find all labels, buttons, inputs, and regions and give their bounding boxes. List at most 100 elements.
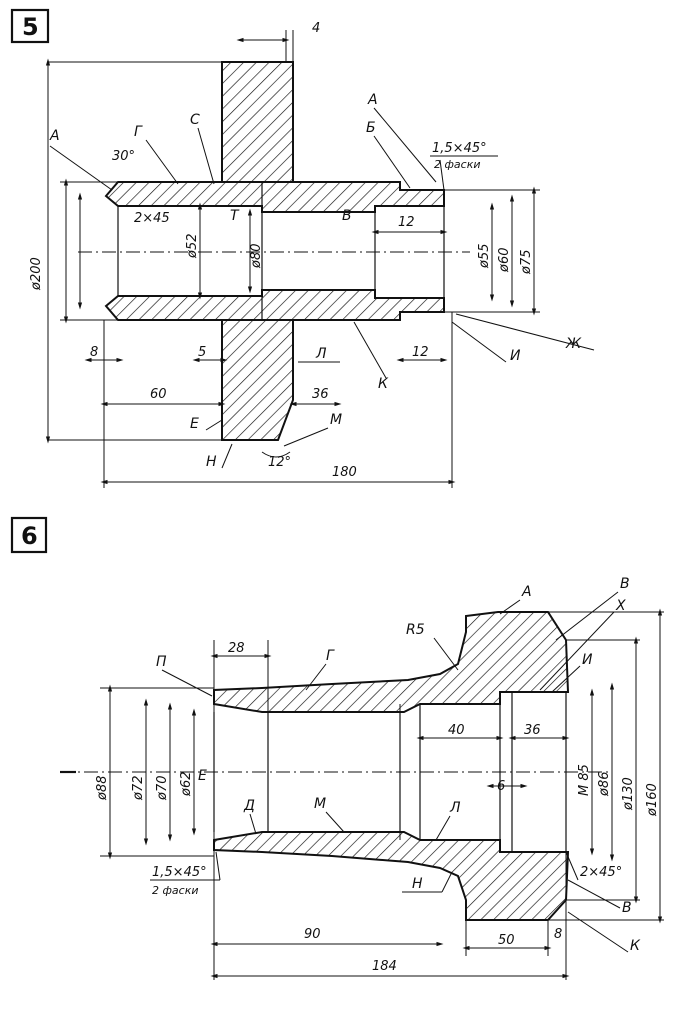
label-M: М xyxy=(330,412,342,428)
leader-line xyxy=(353,321,387,379)
dim-d130: ø130 xyxy=(621,777,636,811)
figure-6-lower-section xyxy=(213,831,570,921)
leader-line xyxy=(565,851,579,881)
dim-180: 180 xyxy=(332,465,357,480)
label-chamfer-sub: 2 фаски xyxy=(152,884,198,897)
dim-angle-12: 12° xyxy=(268,455,291,470)
leader-line xyxy=(551,665,581,693)
dim-d70: ø70 xyxy=(155,776,170,802)
leader-line xyxy=(455,313,595,351)
dim-d160: ø160 xyxy=(645,783,660,817)
leader-line xyxy=(373,107,437,183)
leader-line xyxy=(567,879,621,909)
leader-line xyxy=(567,911,629,953)
label-I: И xyxy=(510,348,521,364)
figure-5-number: 5 xyxy=(22,13,39,41)
label-E: Е xyxy=(190,416,199,432)
figure-5-number-box xyxy=(10,8,50,44)
label-G: Г xyxy=(326,648,335,664)
dim-chamfer-2x45: 2×45 xyxy=(134,211,170,226)
label-N: Н xyxy=(412,876,423,892)
label-K: К xyxy=(630,938,641,954)
leader-line xyxy=(499,599,521,615)
leader-line xyxy=(439,159,445,191)
figure-5-flange-upper xyxy=(221,61,294,183)
label-chamfer: 1,5×45° xyxy=(152,865,207,880)
dim-d88: ø88 xyxy=(95,776,110,802)
label-E: Е xyxy=(198,768,207,784)
leader-line xyxy=(197,127,215,185)
dim-d200: ø200 xyxy=(29,257,44,291)
label-L: Л xyxy=(315,346,327,362)
leader-line xyxy=(451,321,507,363)
label-Zh: Ж xyxy=(565,336,582,352)
dim-5: 5 xyxy=(198,345,206,360)
label-G: Г xyxy=(134,124,143,140)
leader-line xyxy=(373,135,411,189)
dim-90: 90 xyxy=(304,927,321,942)
label-T: Т xyxy=(230,208,240,224)
dim-d52: ø52 xyxy=(185,234,200,260)
dim-40: 40 xyxy=(448,723,465,738)
leader-line xyxy=(145,139,179,185)
dim-angle-30: 30° xyxy=(112,149,135,164)
dim-d55: ø55 xyxy=(477,244,492,270)
figure-5-lower-wall xyxy=(104,289,445,321)
dim-12-bottom: 12 xyxy=(412,345,429,360)
leader-line xyxy=(539,611,615,691)
label-M: М xyxy=(314,796,326,812)
leader-line xyxy=(215,851,221,881)
label-D: Д xyxy=(243,798,255,814)
figure-5-flange-lower xyxy=(221,319,294,441)
label-chamfer-sub: 2 фаски xyxy=(434,158,480,171)
dim-d62: ø62 xyxy=(179,772,194,798)
label-chamfer: 1,5×45° xyxy=(432,141,487,156)
dim-36: 36 xyxy=(524,723,541,738)
leader-line xyxy=(161,669,213,697)
figure-6-number-box xyxy=(10,516,48,554)
dim-8: 8 xyxy=(554,927,562,942)
label-V-bottom: В xyxy=(622,900,632,916)
label-S: С xyxy=(190,112,200,128)
dim-8: 8 xyxy=(90,345,98,360)
leader-line xyxy=(433,637,459,671)
label-A-right: А xyxy=(367,92,378,108)
dim-6: 6 xyxy=(497,779,505,794)
label-X: Х xyxy=(615,598,626,614)
dim-4: 4 xyxy=(312,21,320,36)
leader-line xyxy=(555,591,619,641)
figure-6: 6 28 40 36 6 90 xyxy=(10,516,664,980)
leader-line xyxy=(305,663,327,691)
label-V-top: В xyxy=(620,576,630,592)
leader-line xyxy=(283,427,329,447)
label-V: В xyxy=(342,208,352,224)
dim-12-top: 12 xyxy=(398,215,415,230)
dim-d72: ø72 xyxy=(131,776,146,802)
label-A: А xyxy=(521,584,532,600)
dim-d86: ø86 xyxy=(597,772,612,798)
label-B: Б xyxy=(366,120,376,136)
label-chamfer-2x45: 2×45° xyxy=(580,865,622,880)
dim-36: 36 xyxy=(312,387,329,402)
leader-line xyxy=(221,443,233,469)
figure-6-number: 6 xyxy=(21,522,38,550)
figure-6-upper-section xyxy=(213,611,570,713)
leader-line xyxy=(249,813,257,835)
leader-line xyxy=(441,871,453,893)
dim-d75: ø75 xyxy=(519,250,534,276)
dim-184: 184 xyxy=(372,959,397,974)
label-L: Л xyxy=(449,800,461,816)
dim-28: 28 xyxy=(228,641,245,656)
label-N: Н xyxy=(206,454,217,470)
leader-line xyxy=(49,145,113,191)
dim-d80: ø80 xyxy=(249,244,264,270)
leader-line xyxy=(325,811,345,833)
label-K: К xyxy=(378,376,389,392)
angle-arc xyxy=(261,451,291,458)
label-P: П xyxy=(156,654,167,670)
dim-60: 60 xyxy=(150,387,167,402)
leader-line xyxy=(205,419,223,431)
dim-50: 50 xyxy=(498,933,515,948)
leader-line xyxy=(435,815,451,841)
